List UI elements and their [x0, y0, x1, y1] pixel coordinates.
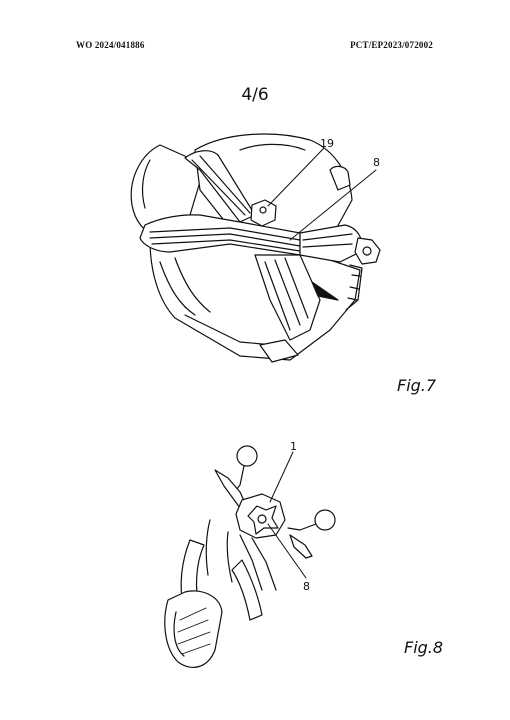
fig8-reference-1: 1 — [290, 440, 297, 453]
fig8-wheel — [165, 591, 222, 667]
fig7-spider-arm-top — [185, 151, 255, 222]
fig7-reference-8: 8 — [373, 156, 380, 169]
figure-8-label: Fig.8 — [404, 638, 444, 657]
publication-number: WO 2024/041886 — [76, 40, 145, 50]
fig7-reference-19: 19 — [320, 137, 334, 150]
fig7-spider-arm-bottom — [255, 255, 320, 340]
figure-7-label: Fig.7 — [397, 376, 437, 395]
fig8-reference-8: 8 — [303, 580, 310, 593]
fig8-mirror-left — [237, 446, 257, 466]
fig8-lever-right — [290, 535, 312, 558]
application-number: PCT/EP2023/072002 — [350, 40, 433, 50]
fig8-mirror-right — [315, 510, 335, 530]
sheet-number: 4/6 — [241, 85, 269, 105]
